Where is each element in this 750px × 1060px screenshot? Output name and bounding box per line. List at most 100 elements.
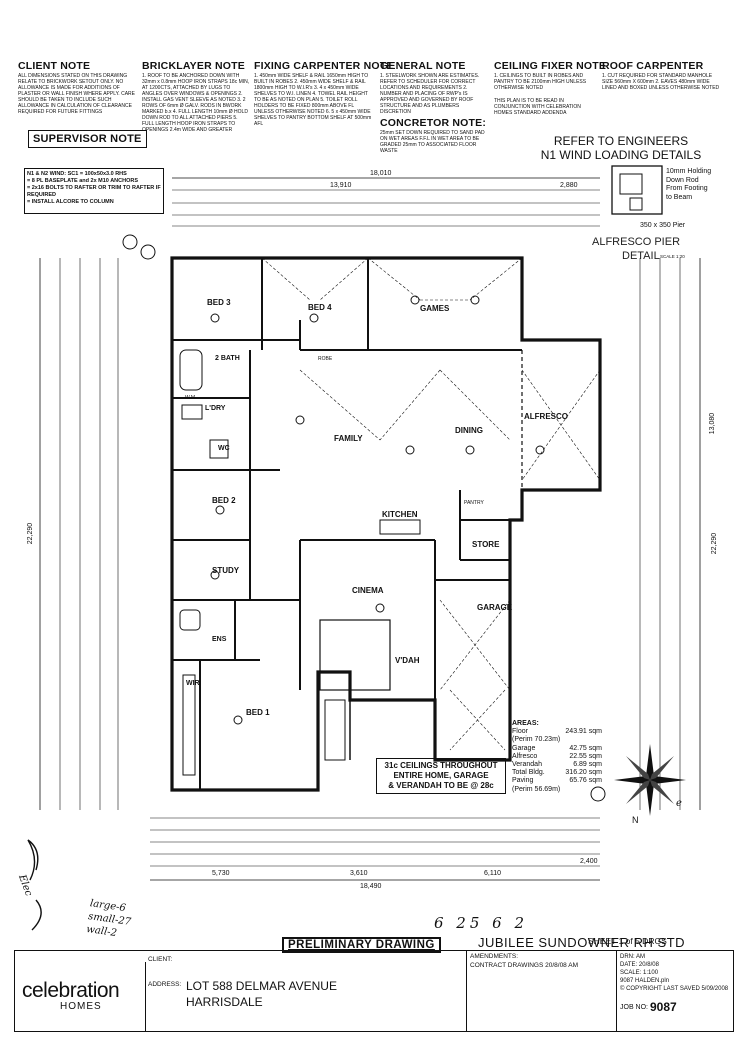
scale: SCALE: 1:100 bbox=[620, 970, 659, 976]
bricklayer-note-body: 1. ROOF TO BE ANCHORED DOWN WITH 32mm x … bbox=[142, 73, 250, 133]
handwritten-numbers: 6 25 6 2 bbox=[434, 914, 529, 932]
outer-walls bbox=[170, 256, 602, 792]
area-value: 316.20 sqm bbox=[565, 769, 602, 777]
dim-left-total: 22,290 bbox=[27, 522, 35, 545]
dim-bottom-4: 2,400 bbox=[580, 858, 598, 865]
dim-bottom-total: 18,490 bbox=[360, 883, 382, 890]
area-label: Alfresco bbox=[512, 752, 538, 760]
circle-mark-4 bbox=[122, 234, 138, 250]
area-row: Paving 65.76 sqm bbox=[512, 777, 602, 785]
general-note-title: GENERAL NOTE bbox=[380, 60, 466, 72]
title-divider-2 bbox=[616, 951, 617, 1032]
area-label: (Perim 70.23m) bbox=[512, 736, 561, 744]
room-bed3: BED 3 bbox=[207, 298, 231, 307]
area-row: (Perim 56.69m) bbox=[512, 786, 602, 794]
rake-line bbox=[319, 257, 369, 301]
room-games: GAMES bbox=[420, 304, 450, 313]
engineers-note: REFER TO ENGINEERS N1 WIND LOADING DETAI… bbox=[536, 134, 706, 162]
copyright: © COPYRIGHT LAST SAVED 5/09/2008 bbox=[620, 986, 729, 992]
light-icon bbox=[210, 570, 220, 580]
area-label: Floor bbox=[512, 728, 528, 736]
rake-line bbox=[367, 257, 421, 301]
room-alfresco: ALFRESCO bbox=[524, 412, 568, 421]
room-store: STORE bbox=[472, 540, 500, 549]
circle-mark-3 bbox=[140, 244, 156, 260]
light-icon bbox=[295, 415, 305, 425]
room-dining: DINING bbox=[455, 426, 483, 435]
supervisor-note: SUPERVISOR NOTE bbox=[28, 130, 147, 148]
area-value: 22.55 sqm bbox=[569, 752, 602, 760]
room-verandah: V'DAH bbox=[395, 656, 420, 665]
general-note-body: 1. STEELWORK SHOWN ARE ESTIMATES. REFER … bbox=[380, 73, 480, 115]
sheet-label: SHEET 1 of 5 DRGS bbox=[588, 936, 667, 946]
area-label: Verandah bbox=[512, 761, 542, 769]
area-label: Garage bbox=[512, 744, 536, 752]
light-icon bbox=[215, 505, 225, 515]
room-kitchen: KITCHEN bbox=[382, 510, 418, 519]
wind-note-line3: = 2x16 BOLTS TO RAFTER OR TRIM TO RAFTER… bbox=[27, 185, 161, 198]
pier-detail-notes: 10mm Holding Down Rod From Footing to Be… bbox=[666, 168, 711, 202]
dim-bottom-1: 5,730 bbox=[212, 870, 230, 877]
area-row: Alfresco 22.55 sqm bbox=[512, 753, 602, 761]
title-divider-1 bbox=[466, 951, 467, 1032]
engineers-note-line1: REFER TO ENGINEERS bbox=[553, 134, 689, 148]
address-label: ADDRESS: bbox=[148, 981, 182, 988]
room-bed4: BED 4 bbox=[308, 303, 332, 312]
area-label: Total Bldg. bbox=[512, 769, 545, 777]
dim-top-2: 13,910 bbox=[330, 182, 352, 189]
handwritten-notes: large-6 small-27 wall-2 bbox=[85, 897, 133, 942]
file-name: 9087 HALDEN.pln bbox=[620, 978, 670, 984]
pier-detail-drawing bbox=[611, 165, 663, 215]
concretor-note-body: 25mm SET DOWN REQUIRED TO SAND PAD ON WE… bbox=[380, 130, 485, 154]
compass-n-label: N bbox=[632, 815, 639, 825]
drawing-info: DRN: AM DATE: 20/8/08 SCALE: 1:100 9087 … bbox=[620, 953, 728, 993]
light-icon bbox=[465, 445, 475, 455]
light-icon bbox=[470, 295, 480, 305]
pier-note-1: 10mm Holding bbox=[666, 168, 712, 175]
room-robe: ROBE bbox=[318, 356, 333, 362]
area-value: 65.76 sqm bbox=[569, 777, 602, 785]
room-wir: WIR bbox=[186, 680, 200, 687]
room-bed1: BED 1 bbox=[246, 708, 270, 717]
area-label: (Perim 56.69m) bbox=[512, 785, 561, 793]
ensuite-basin bbox=[179, 609, 201, 631]
room-laundry: L'DRY bbox=[205, 405, 226, 412]
pier-detail-title: ALFRESCO PIER bbox=[592, 236, 681, 248]
area-label: Paving bbox=[512, 777, 534, 785]
vdah-bench bbox=[324, 699, 346, 761]
light-icon bbox=[210, 313, 220, 323]
ceiling-note-line1: 31c CEILINGS THROUGHOUT bbox=[384, 761, 498, 770]
rake-line bbox=[299, 369, 381, 441]
rake-line bbox=[379, 369, 441, 441]
pier-detail-scale: SCALE 1:20 bbox=[660, 254, 685, 259]
toilet-fixture bbox=[209, 439, 229, 459]
rake-line bbox=[261, 257, 311, 301]
rake-line bbox=[439, 369, 511, 441]
dim-bottom-3: 6,110 bbox=[484, 870, 501, 877]
light-icon bbox=[309, 313, 319, 323]
design-name: JUBILEE SUNDOWNER RH STD bbox=[478, 935, 686, 950]
ceiling-fixer-note-body: 1. CEILINGS TO BUILT IN ROBES AND PANTRY… bbox=[494, 73, 587, 91]
address-line-1: LOT 588 DELMAR AVENUE bbox=[186, 979, 337, 993]
area-value: 42.75 sqm bbox=[569, 744, 602, 752]
room-ensuite: ENS bbox=[212, 636, 227, 643]
dim-right-total2: 22,290 bbox=[711, 532, 719, 555]
dim-right-total: 13,080 bbox=[709, 412, 717, 435]
room-wc: WC bbox=[218, 445, 230, 452]
area-row: (Perim 70.23m) bbox=[512, 736, 602, 744]
client-label: CLIENT: bbox=[148, 956, 173, 963]
roof-carpenter-note-title: ROOF CARPENTER bbox=[602, 60, 704, 72]
date: DATE: 20/8/08 bbox=[620, 962, 659, 968]
amendments-label: AMENDMENTS: bbox=[470, 953, 519, 960]
area-row: Garage 42.75 sqm bbox=[512, 745, 602, 753]
wind-note-line2: = 8 PL BASEPLATE and 2x M10 ANCHORS bbox=[27, 178, 138, 184]
title-block bbox=[14, 950, 734, 1032]
wind-note-line4: = INSTALL ALCORE TO COLUMN bbox=[27, 199, 114, 205]
compass-e-label: e bbox=[676, 798, 682, 809]
ceiling-note-line3: & VERANDAH TO BE @ 28c bbox=[388, 781, 494, 790]
dim-top-total: 18,010 bbox=[370, 170, 392, 177]
ceiling-fixer-note-title: CEILING FIXER NOTE bbox=[494, 60, 607, 72]
room-garage: GARAGE bbox=[477, 603, 513, 612]
circle-mark-1 bbox=[590, 786, 606, 802]
